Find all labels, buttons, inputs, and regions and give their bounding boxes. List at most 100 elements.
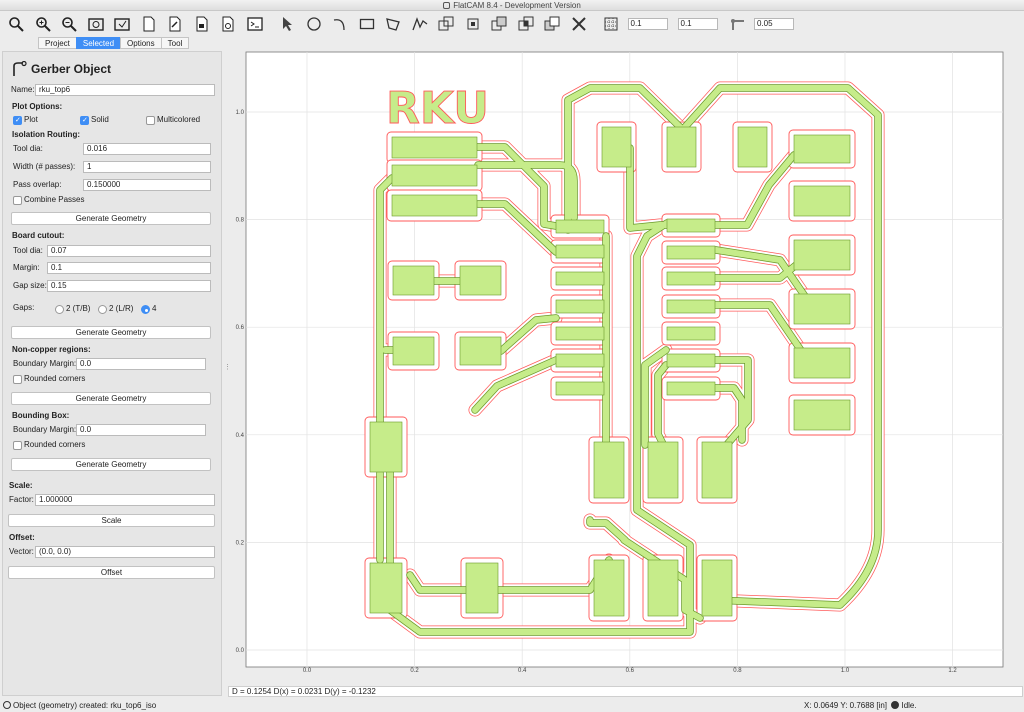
arc-icon[interactable]: [330, 14, 350, 34]
multicolored-checkbox[interactable]: [146, 116, 155, 125]
copper-trace: [682, 85, 881, 608]
copper-pad: [793, 293, 851, 325]
bbox-generate-button[interactable]: Generate Geometry: [11, 458, 211, 471]
copper-pad: [793, 185, 851, 217]
bbox-margin-field[interactable]: 0.0: [76, 424, 206, 436]
grid-y-input[interactable]: 0.1: [677, 18, 718, 30]
cutout-tool-dia-field[interactable]: 0.07: [47, 245, 211, 257]
gaps-lr-label: 2 (L/R): [109, 304, 134, 313]
new-project-icon[interactable]: [139, 14, 159, 34]
grid-snap-icon[interactable]: [601, 14, 621, 34]
zoom-in-icon[interactable]: [33, 14, 53, 34]
copper-pad: [793, 134, 851, 164]
cutout-generate-button[interactable]: Generate Geometry: [11, 326, 211, 339]
copper-pad: [593, 441, 625, 499]
solid-checkbox[interactable]: [80, 116, 89, 125]
tab-project[interactable]: Project: [38, 37, 77, 49]
copper-pad: [555, 271, 605, 286]
copper-pad: [666, 126, 697, 168]
iso-tool-dia-field[interactable]: 0.016: [83, 143, 211, 155]
cutout-gap-size-field[interactable]: 0.15: [47, 280, 211, 292]
copper-pad: [593, 559, 625, 617]
noncopper-rounded-label: Rounded corners: [24, 374, 86, 383]
main-toolbar: 0.1 0.1 0.05: [0, 11, 1024, 37]
cutout-heading: Board cutout:: [12, 231, 65, 240]
open-gerber-icon[interactable]: [165, 14, 185, 34]
copy-icon[interactable]: [489, 14, 509, 34]
y-tick-label: 0.0: [236, 648, 245, 654]
open-excellon-icon[interactable]: [192, 14, 212, 34]
iso-generate-button[interactable]: Generate Geometry: [11, 212, 211, 225]
tab-tool[interactable]: Tool: [160, 37, 190, 49]
noncopper-rounded-checkbox[interactable]: [13, 375, 22, 384]
gaps-4-label: 4: [152, 304, 157, 313]
select-icon[interactable]: [277, 14, 297, 34]
iso-tool-dia-label: Tool dia:: [13, 144, 43, 153]
x-tick-label: 0.0: [303, 668, 312, 674]
notebook-tabs: Project Selected Options Tool: [38, 37, 190, 49]
copper-pad: [666, 245, 716, 260]
offset-button[interactable]: Offset: [8, 566, 215, 579]
intersection-icon[interactable]: [516, 14, 536, 34]
clear-plot-icon[interactable]: [112, 14, 132, 34]
grid-x-input[interactable]: 0.1: [627, 18, 668, 30]
scale-button[interactable]: Scale: [8, 514, 215, 527]
status-bar: Object (geometry) created: rku_top6_iso …: [0, 699, 1024, 712]
plot-checkbox[interactable]: [13, 116, 22, 125]
iso-overlap-field[interactable]: 0.150000: [83, 179, 211, 191]
scale-factor-field[interactable]: 1.000000: [35, 494, 215, 506]
bbox-rounded-label: Rounded corners: [24, 440, 86, 449]
subtract-icon[interactable]: [542, 14, 562, 34]
noncopper-margin-field[interactable]: 0.0: [76, 358, 206, 370]
path-icon[interactable]: [410, 14, 430, 34]
rectangle-icon[interactable]: [357, 14, 377, 34]
panel-splitter-handle[interactable]: ⋮: [224, 363, 231, 371]
copper-pad: [392, 336, 435, 366]
replot-icon[interactable]: [86, 14, 106, 34]
offset-vector-field[interactable]: (0.0, 0.0): [35, 546, 215, 558]
status-state: Idle.: [901, 701, 917, 710]
delete-icon[interactable]: [569, 14, 589, 34]
iso-width-field[interactable]: 1: [83, 161, 211, 173]
x-tick-label: 0.4: [518, 668, 527, 674]
idle-icon: [891, 701, 900, 709]
circle-icon[interactable]: [304, 14, 324, 34]
copper-pad: [666, 271, 716, 286]
solid-label: Solid: [91, 115, 109, 124]
copper-trace: [711, 385, 745, 443]
selected-panel: Gerber Object Name: rku_top6 Plot Option…: [2, 51, 222, 696]
noncopper-heading: Non-copper regions:: [12, 345, 91, 354]
shell-icon[interactable]: [245, 14, 265, 34]
open-gcode-icon[interactable]: [218, 14, 238, 34]
copper-pad: [465, 562, 499, 614]
copper-pad: [666, 218, 716, 233]
noncopper-generate-button[interactable]: Generate Geometry: [11, 392, 211, 405]
y-tick-label: 1.0: [236, 110, 245, 116]
copper-pad: [459, 265, 502, 296]
gaps-4-radio[interactable]: [141, 305, 150, 314]
tab-options[interactable]: Options: [120, 37, 162, 49]
scale-factor-label: Factor:: [9, 495, 34, 504]
name-field[interactable]: rku_top6: [35, 84, 215, 96]
zoom-out-icon[interactable]: [59, 14, 79, 34]
copper-pad: [793, 239, 851, 271]
zoom-fit-icon[interactable]: [6, 14, 26, 34]
gaps-tb-radio[interactable]: [55, 305, 64, 314]
bbox-rounded-checkbox[interactable]: [13, 441, 22, 450]
move-icon[interactable]: [463, 14, 483, 34]
cutout-gap-size-label: Gap size:: [13, 281, 47, 290]
copper-trace: [472, 357, 559, 413]
union-icon[interactable]: [436, 14, 456, 34]
corner-snap-icon[interactable]: [728, 14, 748, 34]
combine-passes-checkbox[interactable]: [13, 196, 22, 205]
tab-selected[interactable]: Selected: [75, 37, 122, 49]
cutout-margin-label: Margin:: [13, 263, 40, 272]
gaps-lr-radio[interactable]: [98, 305, 107, 314]
polygon-icon[interactable]: [383, 14, 403, 34]
x-tick-label: 1.2: [948, 668, 957, 674]
snap-max-input[interactable]: 0.05: [754, 18, 794, 30]
pcb-layer: RKU: [364, 81, 885, 639]
cutout-margin-field[interactable]: 0.1: [47, 262, 211, 274]
